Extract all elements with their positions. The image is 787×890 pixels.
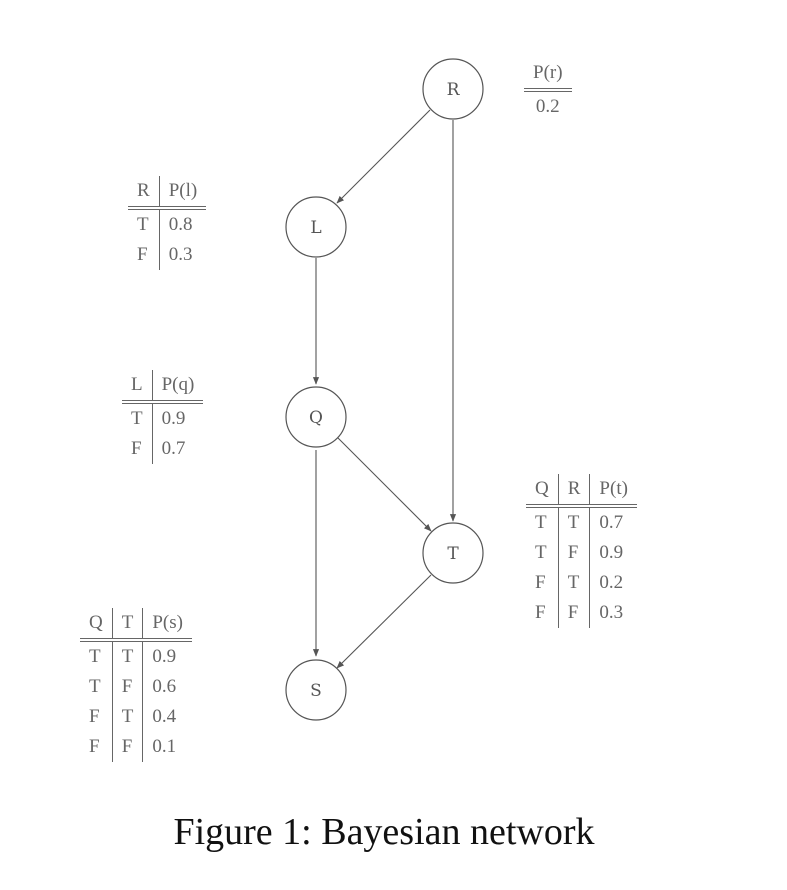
cpt-s-cell: 0.1 bbox=[152, 736, 177, 757]
cpt-s-table: Q T P(s) T T 0.9 T F 0.6 F T 0.4 F F 0.1 bbox=[80, 608, 192, 762]
cpt-t-cell: T bbox=[558, 568, 591, 598]
cpt-r-table: P(r) 0.2 bbox=[524, 58, 572, 122]
node-t-label: T bbox=[447, 544, 459, 564]
cpt-s-cell: T bbox=[80, 640, 113, 672]
node-r-label: R bbox=[447, 80, 461, 100]
edge-q-to-t bbox=[336, 436, 432, 532]
node-t: T bbox=[422, 522, 484, 584]
cpt-l-cell: F bbox=[128, 240, 160, 270]
cpt-s-cell: 0.4 bbox=[152, 706, 177, 727]
cpt-l-cell: 0.3 bbox=[168, 244, 193, 265]
cpt-t-cell: F bbox=[526, 598, 559, 628]
cpt-s-cell: 0.6 bbox=[152, 676, 177, 697]
cpt-s-cell: F bbox=[80, 702, 113, 732]
cpt-s-cell: F bbox=[80, 732, 113, 762]
cpt-t-cell: 0.7 bbox=[599, 512, 624, 533]
cpt-t-cell: T bbox=[526, 506, 559, 538]
cpt-s-header-parent-t: T bbox=[112, 608, 144, 642]
cpt-s-cell: F bbox=[112, 672, 144, 702]
cpt-t-cell: F bbox=[558, 598, 591, 628]
cpt-t-cell: F bbox=[558, 538, 591, 568]
cpt-t-header-parent-r: R bbox=[558, 474, 591, 508]
cpt-t-cell: 0.2 bbox=[599, 572, 624, 593]
figure-caption: Figure 1: Bayesian network bbox=[173, 811, 595, 853]
cpt-s-cell: T bbox=[80, 672, 113, 702]
cpt-q-header-prob: P(q) bbox=[152, 370, 204, 404]
cpt-l-header-prob: P(l) bbox=[159, 176, 207, 210]
cpt-r-value: 0.2 bbox=[535, 96, 560, 117]
cpt-l-header-parent: R bbox=[128, 176, 160, 210]
cpt-s-header-prob: P(s) bbox=[142, 608, 192, 642]
cpt-t-cell: F bbox=[526, 568, 559, 598]
node-q: Q bbox=[285, 386, 347, 448]
node-s-label: S bbox=[310, 681, 322, 701]
cpt-t-cell: T bbox=[526, 538, 559, 568]
cpt-q-table: L P(q) T 0.9 F 0.7 bbox=[122, 370, 204, 464]
cpt-t-header-prob: P(t) bbox=[589, 474, 637, 508]
node-r: R bbox=[422, 58, 484, 120]
cpt-s-cell: T bbox=[112, 702, 144, 732]
cpt-t-cell: 0.3 bbox=[599, 602, 624, 623]
cpt-s-cell: 0.9 bbox=[152, 646, 177, 667]
cpt-q-cell: T bbox=[122, 402, 153, 434]
cpt-r-header: P(r) bbox=[524, 58, 572, 92]
cpt-t-header-parent-q: Q bbox=[526, 474, 559, 508]
edge-r-to-l bbox=[336, 109, 431, 204]
cpt-s-header-parent-q: Q bbox=[80, 608, 113, 642]
cpt-l-table: R P(l) T 0.8 F 0.3 bbox=[128, 176, 207, 270]
cpt-t-cell: T bbox=[558, 506, 591, 538]
cpt-s-cell: F bbox=[112, 732, 144, 762]
cpt-t-cell: 0.9 bbox=[599, 542, 624, 563]
cpt-s-cell: T bbox=[112, 640, 144, 672]
cpt-q-cell: F bbox=[122, 434, 153, 464]
node-s: S bbox=[285, 659, 347, 721]
cpt-q-header-parent: L bbox=[122, 370, 153, 404]
cpt-q-cell: 0.7 bbox=[161, 438, 186, 459]
cpt-l-cell: 0.8 bbox=[168, 214, 193, 235]
cpt-l-cell: T bbox=[128, 208, 160, 240]
cpt-q-cell: 0.9 bbox=[161, 408, 186, 429]
edge-t-to-s bbox=[336, 574, 432, 669]
cpt-t-table: Q R P(t) T T 0.7 T F 0.9 F T 0.2 F F 0.3 bbox=[526, 474, 637, 628]
node-l: L bbox=[285, 196, 347, 258]
node-q-label: Q bbox=[309, 408, 323, 428]
node-l-label: L bbox=[310, 218, 321, 238]
